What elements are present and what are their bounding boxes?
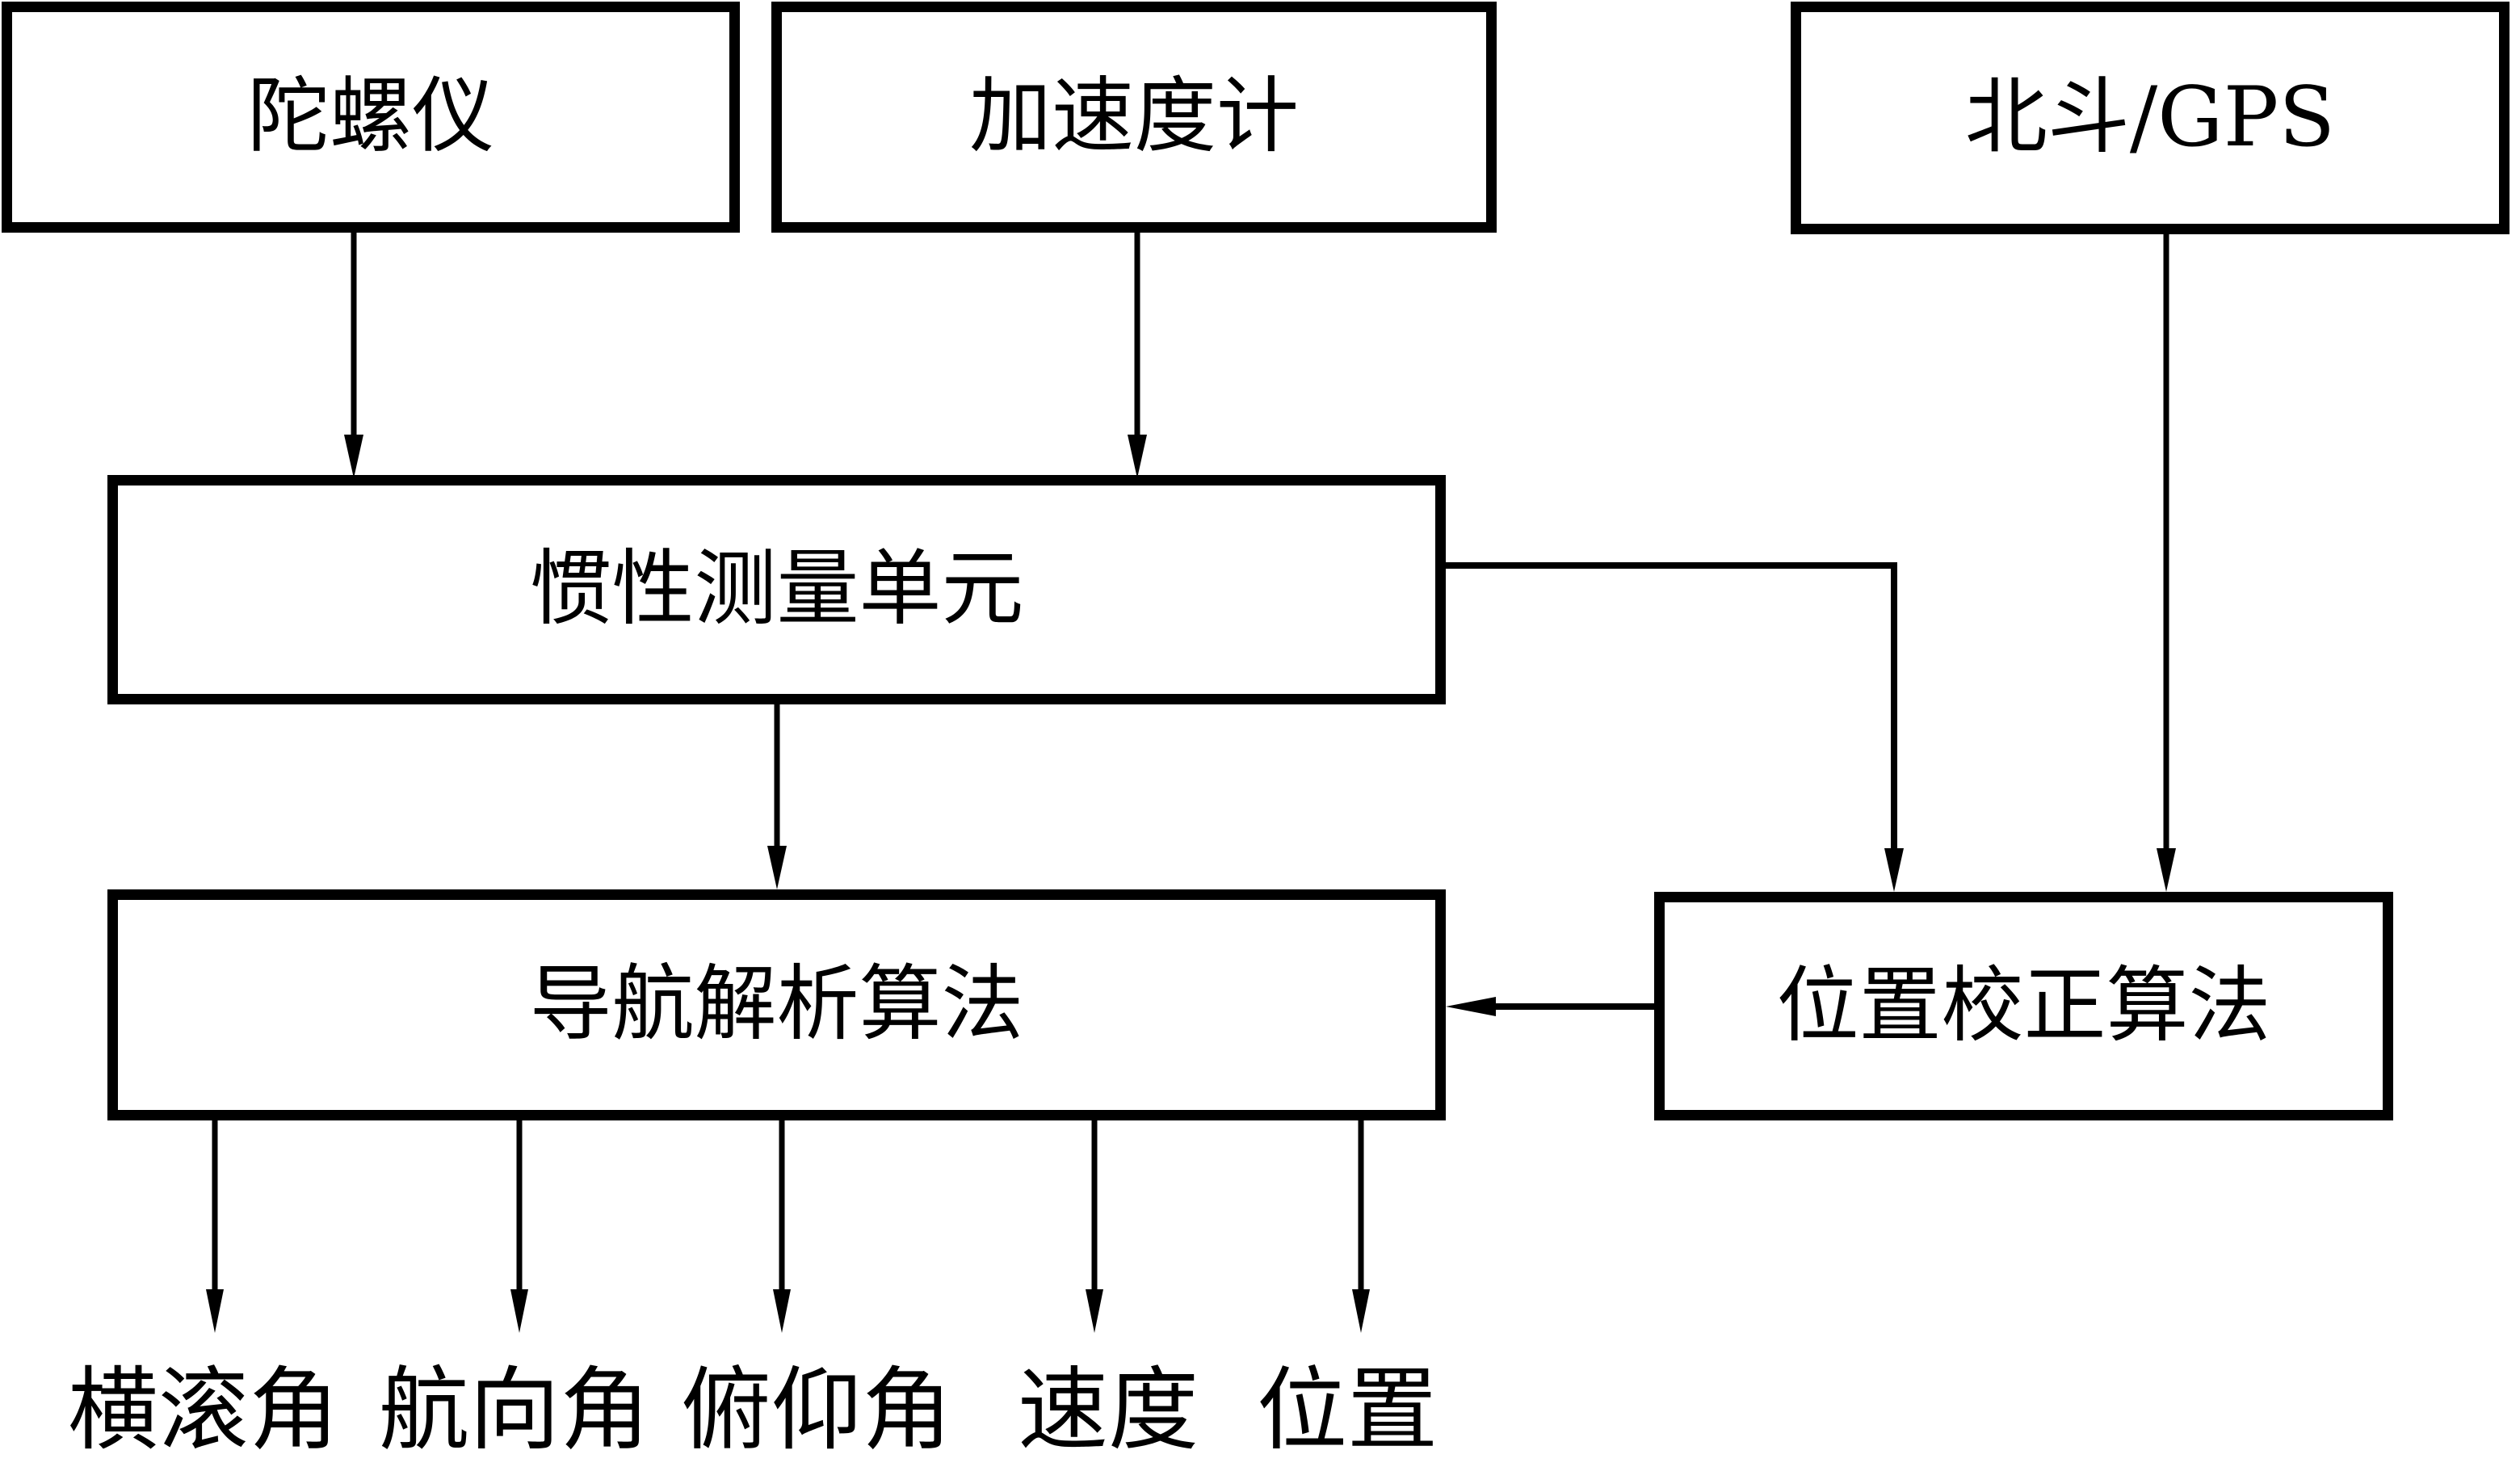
box-position-correction: 位置校正算法 bbox=[1654, 892, 2393, 1120]
arrow-accelerometer-to-imu bbox=[1128, 233, 1147, 478]
box-nav-algorithm: 导航解析算法 bbox=[107, 889, 1446, 1120]
box-gyroscope-label: 陀螺仪 bbox=[247, 69, 494, 165]
arrow-nav-to-roll bbox=[206, 1119, 224, 1333]
box-position-correction-label: 位置校正算法 bbox=[1776, 957, 2271, 1054]
box-gyroscope: 陀螺仪 bbox=[2, 2, 740, 233]
box-accelerometer-label: 加速度计 bbox=[969, 69, 1299, 165]
arrow-imu-to-nav bbox=[767, 704, 787, 889]
output-label-roll-angle: 横滚角 bbox=[68, 1358, 339, 1463]
output-label-pitch-angle: 俯仰角 bbox=[681, 1358, 952, 1463]
box-imu-label: 惯性测量单元 bbox=[529, 541, 1024, 637]
box-beidou-gps: 北斗/GPS bbox=[1791, 2, 2510, 234]
box-accelerometer: 加速度计 bbox=[771, 2, 1497, 233]
arrow-gyroscope-to-imu bbox=[344, 233, 363, 478]
box-imu: 惯性测量单元 bbox=[107, 475, 1446, 704]
arrow-nav-to-velocity bbox=[1086, 1119, 1103, 1333]
box-nav-algorithm-label: 导航解析算法 bbox=[529, 956, 1024, 1053]
output-label-velocity: 速度 bbox=[1018, 1358, 1199, 1463]
arrow-gps-to-poscorrection bbox=[2157, 234, 2176, 892]
output-label-heading-angle: 航向角 bbox=[379, 1358, 650, 1463]
arrow-nav-to-heading bbox=[510, 1119, 528, 1333]
output-label-position: 位置 bbox=[1257, 1358, 1438, 1463]
arrow-nav-to-position bbox=[1352, 1119, 1370, 1333]
arrow-imu-to-poscorrection bbox=[1446, 562, 1904, 892]
box-beidou-gps-label: 北斗/GPS bbox=[1964, 69, 2336, 166]
arrow-poscorrection-to-nav bbox=[1446, 997, 1654, 1016]
arrow-nav-to-pitch bbox=[773, 1119, 791, 1333]
